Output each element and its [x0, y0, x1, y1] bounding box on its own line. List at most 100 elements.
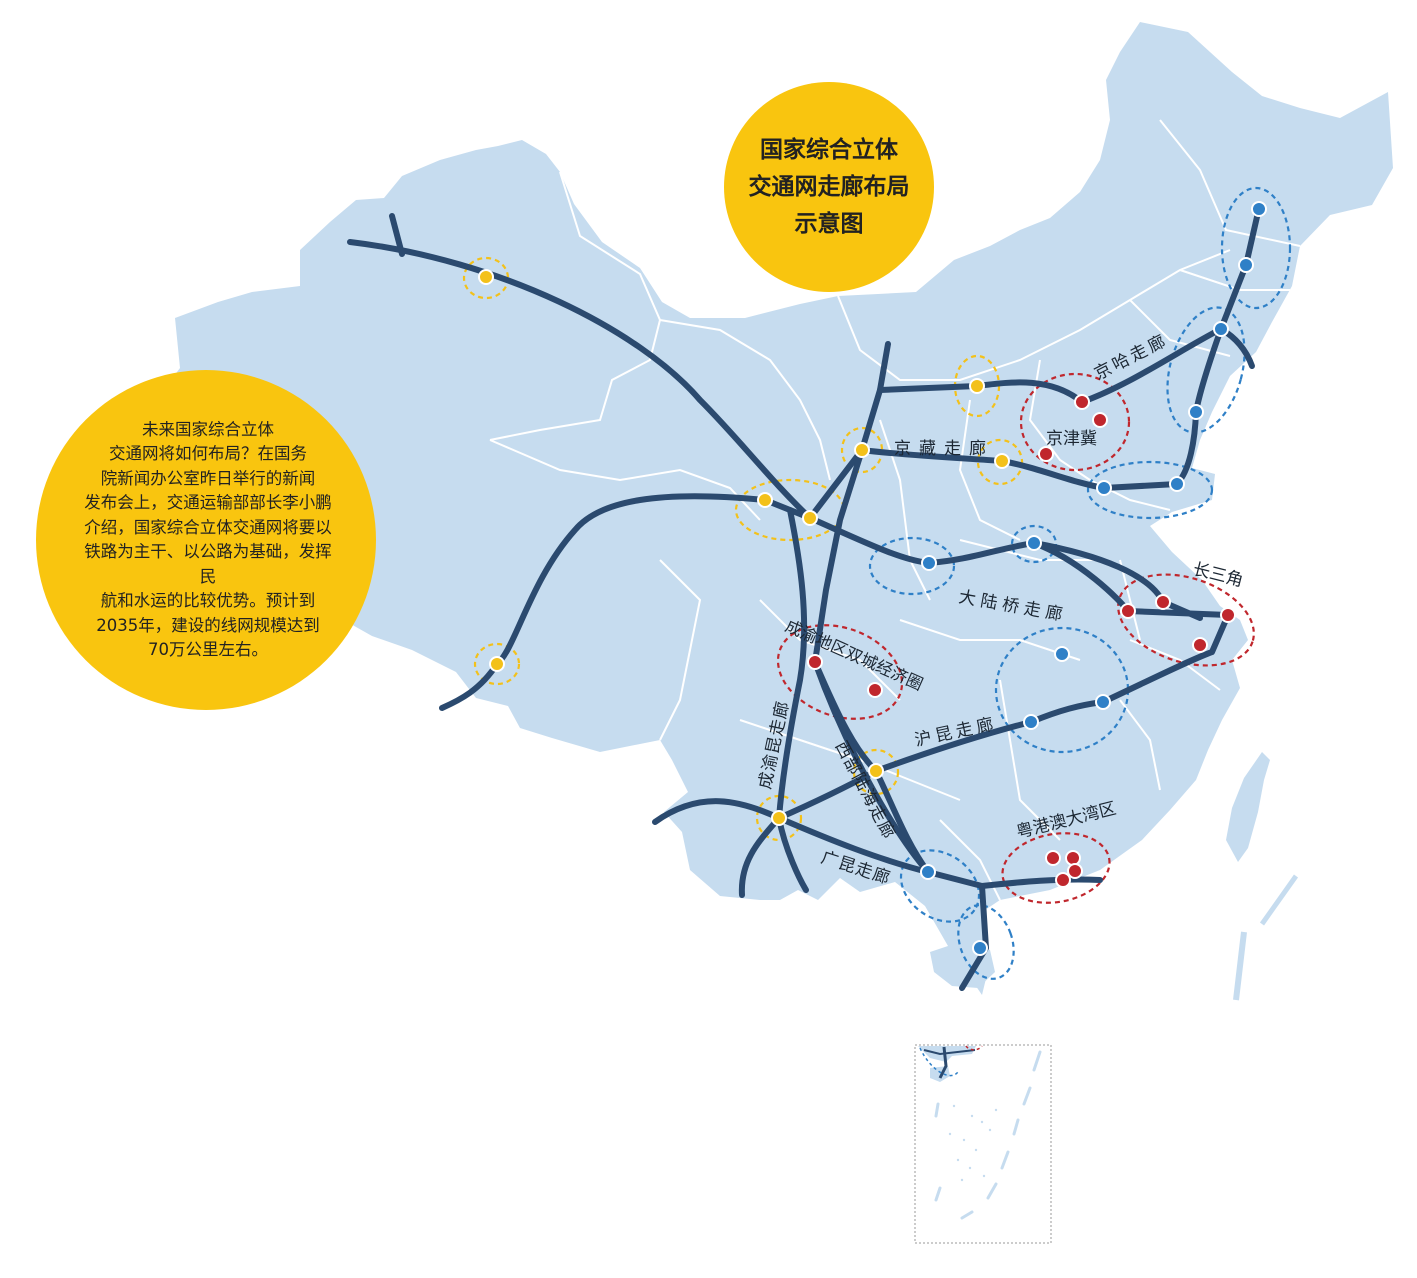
hub-lhasa	[489, 656, 505, 672]
south-china-sea-inset	[914, 1044, 1052, 1244]
line-southwest-loop	[738, 815, 782, 898]
border-qinghai	[489, 439, 761, 521]
ellipse-harbin	[1220, 186, 1292, 310]
hub-jinan	[1096, 480, 1112, 496]
line-chengdu-north	[812, 659, 931, 875]
border-tibet-sichuan	[659, 559, 702, 741]
hub-xian	[921, 555, 937, 571]
hub-haikou	[972, 940, 988, 956]
hub-kunming	[771, 810, 787, 826]
line-xinjiang-lanzhou	[347, 239, 813, 521]
info-line: 70万公里左右。	[148, 640, 268, 659]
border-hunan-jiangxi	[999, 679, 1061, 841]
hub-shenyang	[1213, 321, 1229, 337]
ellipse-yuegangao	[1001, 832, 1111, 904]
border-shanxi	[958, 399, 1021, 541]
east-coast-islet	[1233, 931, 1247, 1001]
hub-harbin	[1251, 201, 1267, 217]
hub-yinchuan	[854, 442, 870, 458]
line-guangkun	[652, 798, 1103, 889]
border-liaoning	[1129, 299, 1231, 357]
ellipse-xian	[868, 536, 956, 596]
info-line: 未来国家综合立体	[142, 419, 274, 439]
info-line: 发布会上，交通运输部部长李小鹏	[84, 493, 332, 512]
hub-guiyang	[868, 763, 884, 779]
hub-nanchang	[1095, 694, 1111, 710]
line-lanzhou-yinchuan	[807, 447, 865, 521]
hub-wuhan	[1054, 646, 1070, 662]
ellipse-shenyang	[1166, 306, 1246, 434]
hub-markers	[478, 201, 1267, 956]
ellipse-chengyu	[776, 624, 904, 720]
hub-nanjing	[1120, 603, 1136, 619]
hub-lanzhou	[802, 510, 818, 526]
hub-changsha	[1023, 714, 1039, 730]
hub-hohhot	[969, 378, 985, 394]
info-text: 未来国家综合立体 交通网将如何布局？在国务 院新闻办公室昨日举行的新闻 发布会上…	[82, 418, 334, 663]
nine-dash-line	[934, 1050, 1042, 1220]
info-line: 院新闻办公室昨日举行的新闻	[100, 468, 316, 488]
hub-nanning	[920, 864, 936, 880]
title-line: 交通网走廊布局	[748, 173, 910, 200]
hub-guangzhou	[1045, 850, 1061, 866]
hub-shenzhen	[1067, 863, 1083, 879]
border-sichuan-chongqing	[759, 599, 901, 701]
hub-taiyuan	[994, 453, 1010, 469]
hub-zhuhai	[1055, 872, 1071, 888]
inset-red-fragment	[965, 1045, 983, 1051]
line-chengyukun	[776, 507, 809, 893]
ellipse-taiyuan	[976, 438, 1024, 486]
hub-shanghai	[1220, 607, 1236, 623]
label-jingjinji: 京津冀	[1046, 429, 1097, 449]
border-gansu	[659, 319, 831, 481]
inset-ellipse-fragment	[919, 1047, 959, 1077]
border-inner-mongolia	[837, 249, 1231, 381]
hub-urumqi	[478, 269, 494, 285]
border-jilin	[1179, 269, 1290, 291]
map-title: 国家综合立体 交通网走廊布局 示意图	[739, 132, 919, 243]
inset-islands	[948, 1104, 998, 1182]
info-bubble: 未来国家综合立体 交通网将如何布局？在国务 院新闻办公室昨日举行的新闻 发布会上…	[36, 370, 376, 710]
hub-tianjin	[1092, 412, 1108, 428]
hub-dongguan	[1065, 850, 1081, 866]
hub-dalian	[1188, 404, 1204, 420]
border-heilongjiang	[1159, 119, 1301, 247]
hub-shijiazhuang	[1038, 446, 1054, 462]
line-daluqiao	[807, 515, 1231, 618]
ellipse-jingjinji	[1019, 372, 1131, 472]
title-bubble: 国家综合立体 交通网走廊布局 示意图	[724, 82, 934, 292]
hub-chengdu	[807, 654, 823, 670]
hub-beijing	[1074, 394, 1090, 410]
line-lanzhou-tibet	[439, 493, 768, 711]
ellipse-guiyang	[852, 748, 900, 796]
hub-changchun	[1238, 257, 1254, 273]
border-fujian	[1119, 699, 1161, 791]
hub-hangzhou	[1192, 637, 1208, 653]
line-jingha	[1079, 326, 1224, 405]
border-hubei	[899, 619, 1081, 661]
line-beijing-west	[812, 341, 891, 665]
ellipse-lhasa	[473, 642, 521, 686]
border-xinjiang	[489, 171, 662, 441]
hub-chongqing	[867, 682, 883, 698]
hub-zhengzhou	[1026, 535, 1042, 551]
hub-xining	[757, 492, 773, 508]
hub-suzhou	[1155, 594, 1171, 610]
title-line: 国家综合立体	[760, 136, 898, 163]
info-line: 介绍，国家综合立体交通网将要以	[84, 517, 332, 537]
info-line: 2035年，建设的线网规模达到	[96, 615, 320, 635]
taiwan-island	[1226, 752, 1270, 862]
ellipse-zhengzhou	[1010, 524, 1058, 564]
ellipse-haikou	[957, 904, 1015, 980]
label-jingzang: 京藏走廊	[894, 439, 994, 459]
info-line: 航和水运的比较优势。预计到	[100, 591, 316, 610]
info-line: 交通网将如何布局？在国务	[109, 444, 307, 463]
inset-route-b	[923, 1049, 976, 1056]
hub-qingdao	[1169, 476, 1185, 492]
border-hebei	[1028, 359, 1091, 481]
ellipse-nanning	[899, 849, 981, 923]
south-sea-islet	[1259, 874, 1299, 926]
ellipse-shandong	[1086, 460, 1214, 520]
